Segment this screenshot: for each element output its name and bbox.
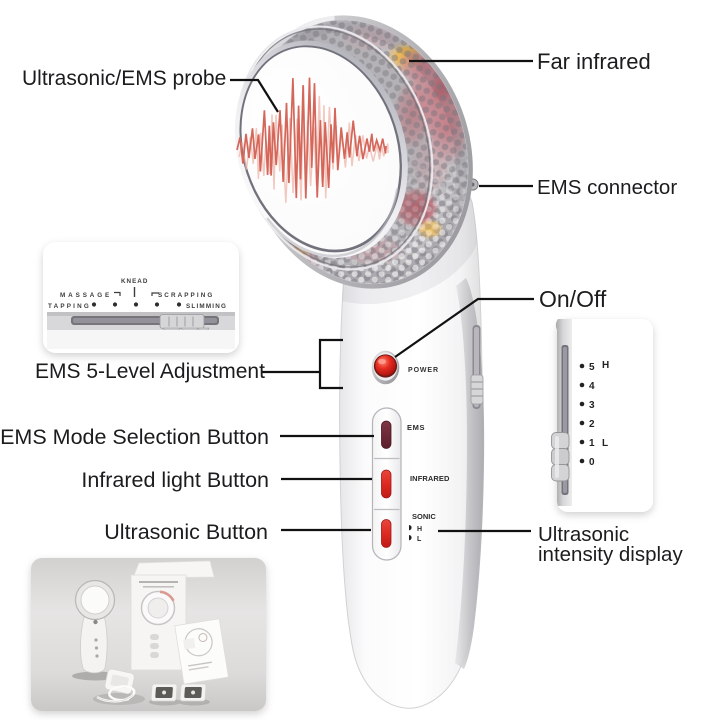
svg-text:0: 0 xyxy=(589,457,595,468)
svg-text:Ultrasonic: Ultrasonic xyxy=(538,523,629,546)
svg-text:EMS: EMS xyxy=(407,423,425,432)
svg-text:4: 4 xyxy=(589,381,595,392)
svg-text:3: 3 xyxy=(589,400,595,411)
svg-text:Ultrasonic/EMS probe: Ultrasonic/EMS probe xyxy=(22,67,226,90)
svg-text:Ultrasonic Button: Ultrasonic Button xyxy=(104,520,268,544)
svg-text:EMS 5-Level Adjustment: EMS 5-Level Adjustment xyxy=(35,360,265,383)
svg-text:KNEAD: KNEAD xyxy=(121,278,148,285)
svg-text:L: L xyxy=(602,438,608,449)
svg-text:SCRAPPING: SCRAPPING xyxy=(158,292,214,299)
svg-text:EMS Mode Selection Button: EMS Mode Selection Button xyxy=(0,425,269,449)
svg-text:5: 5 xyxy=(589,362,595,373)
svg-text:POWER: POWER xyxy=(408,367,439,374)
svg-text:2: 2 xyxy=(589,419,595,430)
svg-text:TAPPING: TAPPING xyxy=(48,303,91,310)
svg-text:INFRARED: INFRARED xyxy=(410,474,450,483)
svg-text:SLIMMING: SLIMMING xyxy=(186,303,227,310)
svg-text:EMS connector: EMS connector xyxy=(537,176,677,199)
svg-text:Far infrared: Far infrared xyxy=(537,49,651,74)
svg-text:SONIC: SONIC xyxy=(412,512,436,521)
svg-text:H: H xyxy=(602,360,609,371)
svg-text:Infrared light Button: Infrared light Button xyxy=(81,468,269,492)
svg-text:1: 1 xyxy=(589,438,595,449)
svg-text:L: L xyxy=(417,536,422,543)
svg-text:intensity display: intensity display xyxy=(538,543,683,566)
svg-text:MASSAGE: MASSAGE xyxy=(60,292,112,299)
svg-text:H: H xyxy=(417,526,422,533)
svg-text:On/Off: On/Off xyxy=(539,286,607,312)
